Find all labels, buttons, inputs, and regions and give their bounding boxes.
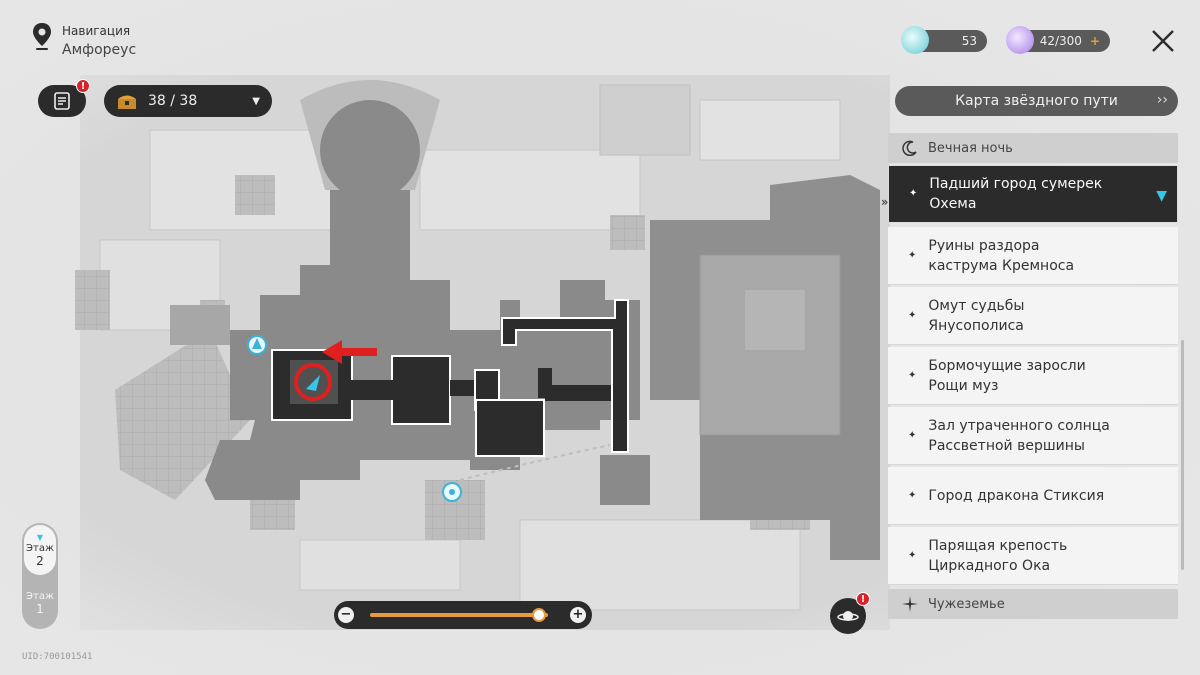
zoom-out-button[interactable]: − — [338, 607, 354, 623]
add-power-icon[interactable]: + — [1089, 34, 1100, 48]
star-bullet-icon: ✦ — [908, 309, 917, 321]
location-name-line1: Зал утраченного солнца — [928, 417, 1110, 434]
mission-log-button[interactable]: ! — [38, 79, 90, 117]
chevron-right-icon: ›› — [1156, 92, 1168, 108]
floor-number: 2 — [36, 553, 44, 568]
location-list: Вечная ночь » ✦ Падший город сумерек Охе… — [881, 133, 1178, 639]
floor-selector: ▼ Этаж 2 Этаж 1 — [22, 523, 58, 629]
current-floor-icon: ▼ — [36, 532, 44, 542]
floor-label: Этаж — [26, 542, 54, 554]
zoom-in-button[interactable]: + — [570, 607, 586, 623]
location-pin-icon — [33, 23, 51, 50]
navigation-info: Навигация Амфореус — [32, 22, 136, 58]
zoom-control: − + — [334, 601, 592, 629]
section-title: Вечная ночь — [928, 140, 1013, 156]
location-item-grove-of-muses[interactable]: ✦ Бормочущие заросли Рощи муз — [888, 347, 1178, 405]
document-icon — [54, 92, 70, 110]
stellar-jade-counter[interactable]: 53 — [901, 26, 987, 54]
location-item-okhema[interactable]: » ✦ Падший город сумерек Охема ▼ — [881, 165, 1178, 223]
zoom-slider-track[interactable] — [370, 613, 548, 617]
floor-label: Этаж — [26, 590, 54, 602]
star-bullet-icon: ✦ — [908, 249, 917, 261]
stellar-jade-icon — [901, 26, 929, 54]
location-name-line2: Охема — [929, 196, 977, 212]
notification-badge: ! — [76, 79, 90, 93]
close-icon[interactable] — [1150, 28, 1176, 54]
dropdown-arrow-icon: ▼ — [252, 95, 260, 107]
trailblaze-power-value: 42/300 — [1039, 34, 1082, 48]
planet-icon — [837, 611, 859, 621]
treasure-count: 38 / 38 — [148, 93, 198, 109]
star-rail-map-button[interactable]: Карта звёздного пути ›› — [895, 86, 1178, 116]
star-bullet-icon: ✦ — [908, 429, 917, 441]
location-name-line2: Циркадного Ока — [928, 557, 1051, 574]
star-bullet-icon: ✦ — [908, 489, 917, 501]
current-region: Амфореус — [62, 42, 137, 58]
star-rail-map-label: Карта звёздного пути — [955, 93, 1118, 109]
location-name-line2: Рассветной вершины — [928, 437, 1085, 454]
location-name-line1: Омут судьбы — [928, 297, 1025, 314]
treasure-chest-icon — [118, 95, 136, 109]
stellar-jade-value: 53 — [961, 34, 977, 48]
star-bullet-icon: ✦ — [909, 188, 918, 199]
star-burst-icon — [902, 596, 918, 612]
section-eternal-night: Вечная ночь — [888, 133, 1178, 163]
location-item-dawn-peak[interactable]: ✦ Зал утраченного солнца Рассветной верш… — [888, 407, 1178, 465]
section-title: Чужеземье — [928, 596, 1005, 612]
moon-icon — [902, 140, 917, 156]
navigation-label: Навигация — [62, 24, 131, 38]
star-bullet-icon: ✦ — [908, 369, 917, 381]
location-item-janusopolis[interactable]: ✦ Омут судьбы Янусополиса — [888, 287, 1178, 345]
treasure-counter-dropdown[interactable]: 38 / 38 ▼ — [104, 85, 272, 117]
location-item-kremnos[interactable]: ✦ Руины раздора каструма Кремноса — [888, 227, 1178, 285]
location-name-line1: Руины раздора — [928, 237, 1040, 254]
list-scrollbar[interactable] — [1181, 340, 1184, 570]
location-name-line1: Бормочущие заросли — [928, 357, 1086, 374]
trailblaze-power-counter[interactable]: 42/300 + — [1006, 26, 1110, 54]
floor-2-button[interactable]: ▼ Этаж 2 — [24, 525, 56, 575]
notification-badge: ! — [856, 592, 870, 606]
floor-1-button[interactable]: Этаж 1 — [22, 583, 58, 623]
location-name-line1: Город дракона Стиксия — [928, 487, 1105, 504]
zoom-slider-handle[interactable] — [532, 608, 547, 622]
location-name-line2: Янусополиса — [928, 317, 1024, 334]
pointer-icon: » — [881, 195, 889, 209]
location-item-circadian-eye[interactable]: ✦ Парящая крепость Циркадного Ока — [888, 527, 1178, 585]
user-id: UID:700101541 — [22, 652, 93, 662]
trailblaze-power-icon — [1006, 26, 1034, 54]
floor-number: 1 — [36, 601, 44, 616]
astral-express-button[interactable]: ! — [830, 592, 870, 634]
location-item-styxia[interactable]: ✦ Город дракона Стиксия — [888, 467, 1178, 525]
location-name-line2: Рощи муз — [928, 377, 999, 394]
section-outlands[interactable]: Чужеземье — [888, 589, 1178, 619]
location-name-line1: Падший город сумерек — [929, 176, 1103, 192]
current-location-icon: ▼ — [1156, 188, 1167, 204]
star-bullet-icon: ✦ — [908, 549, 917, 561]
location-name-line1: Парящая крепость — [928, 537, 1068, 554]
location-name-line2: каструма Кремноса — [928, 257, 1075, 274]
